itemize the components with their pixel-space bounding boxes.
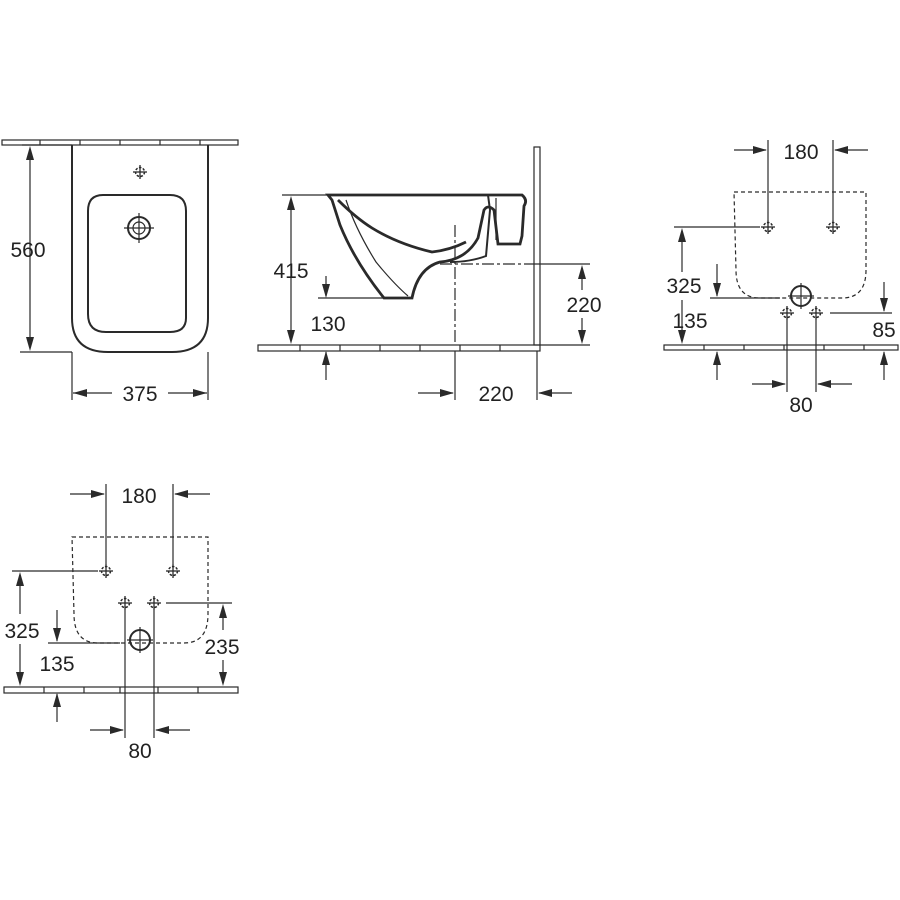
bidet-outline-side: [325, 193, 527, 300]
dimension-height-325: [674, 226, 760, 344]
rear-view-a: 180 325 135 85: [663, 140, 899, 417]
inlet-right-icon: [808, 305, 824, 321]
offset-220-label: 220: [478, 383, 513, 406]
bowl-outline-side: [337, 199, 467, 254]
dimension-height-235: [166, 602, 232, 686]
fixing-hole-right-icon: [165, 563, 181, 579]
floor-strip: [257, 344, 541, 352]
spacing-80-label: 80: [789, 394, 812, 417]
bidet-outline-top: [71, 145, 209, 353]
height-560-label: 560: [10, 239, 45, 262]
dimension-spacing-80: [752, 320, 852, 392]
outlet-icon: [127, 627, 153, 653]
dimension-height-135: [710, 264, 780, 380]
wall: [533, 146, 541, 346]
height-85-label: 85: [872, 319, 895, 342]
height-325-label: 325: [4, 620, 39, 643]
height-325-label: 325: [666, 275, 701, 298]
floor-strip: [663, 344, 899, 351]
drain-icon: [124, 213, 154, 243]
bowl-outline-top: [87, 194, 187, 333]
outlet-icon: [788, 283, 814, 309]
dimension-spacing-180: [70, 484, 210, 564]
dimension-height-130: [318, 276, 384, 380]
spacing-180-label: 180: [783, 141, 818, 164]
wall-strip: [1, 139, 239, 146]
side-view: 415 130 220 220: [257, 146, 602, 406]
fixing-hole-left-icon: [98, 563, 114, 579]
inlet-left-icon: [779, 305, 795, 321]
dimension-height-560: [20, 144, 72, 353]
dimension-height-325: [12, 570, 98, 686]
spacing-180-label: 180: [121, 485, 156, 508]
height-220-label: 220: [566, 294, 601, 317]
bidet-outline-rear: [733, 191, 867, 299]
top-view: 560 375: [1, 139, 239, 406]
tap-hole-icon: [132, 164, 148, 180]
dimension-spacing-80: [90, 610, 190, 738]
dimension-height-220: [534, 263, 590, 346]
height-415-label: 415: [273, 260, 308, 283]
fixing-hole-left-icon: [760, 219, 776, 235]
inlet-left-icon: [117, 595, 133, 611]
height-130-label: 130: [310, 313, 345, 336]
fixing-hole-right-icon: [825, 219, 841, 235]
spacing-80-label: 80: [128, 740, 151, 763]
dimension-height-135: [48, 610, 120, 722]
dimension-spacing-180: [734, 140, 868, 220]
inlet-right-icon: [146, 595, 162, 611]
height-235-label: 235: [204, 636, 239, 659]
dimension-width-375: [71, 352, 209, 400]
rear-view-b: 180 325 135 235: [3, 484, 240, 763]
height-135-label: 135: [39, 653, 74, 676]
width-375-label: 375: [122, 383, 157, 406]
dimension-offset-220: [418, 351, 572, 400]
dimension-height-415: [282, 194, 328, 344]
bidet-outline-rear: [71, 536, 209, 644]
dimension-height-85: [830, 282, 892, 380]
floor-strip: [3, 686, 239, 694]
height-135-label: 135: [672, 310, 707, 333]
